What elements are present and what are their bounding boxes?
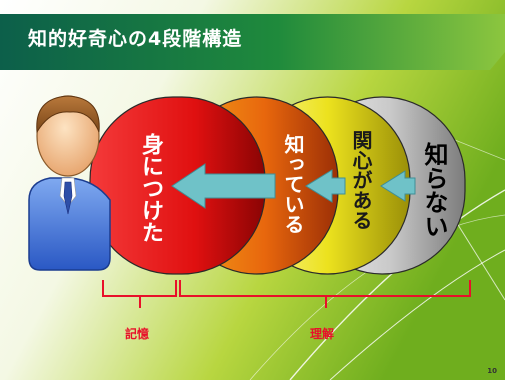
stage-label-acquired: 身につけた bbox=[138, 133, 163, 243]
person-icon bbox=[28, 95, 111, 271]
stage-label-unknown: 知らない bbox=[420, 142, 448, 238]
arrow-left-icon bbox=[305, 169, 346, 203]
stage-label-interested: 関心がある bbox=[349, 130, 373, 230]
bracket-memory bbox=[102, 280, 177, 308]
stage-label-knowing: 知っている bbox=[281, 134, 305, 234]
page-title: 知的好奇心の4段階構造 bbox=[28, 28, 243, 50]
memory-label: 記憶 bbox=[125, 327, 150, 341]
title-bar bbox=[0, 14, 505, 70]
arrow-left-icon bbox=[380, 170, 416, 202]
bracket-understanding bbox=[179, 280, 471, 308]
arrow-left-icon bbox=[171, 163, 276, 209]
understanding-label: 理解 bbox=[310, 327, 335, 341]
page-number: 10 bbox=[487, 367, 497, 375]
